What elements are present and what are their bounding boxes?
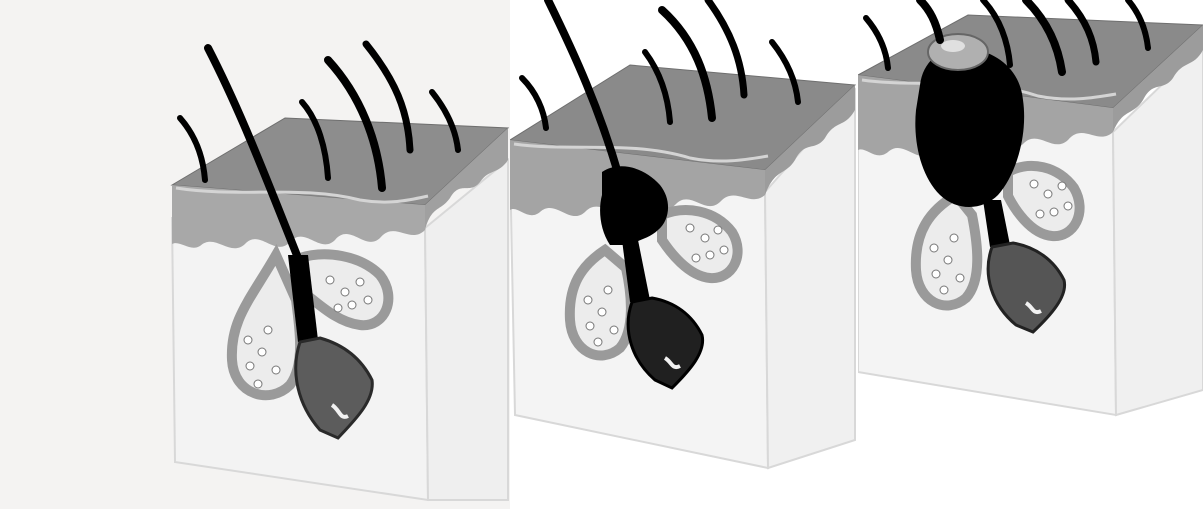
panel-normal-follicle bbox=[0, 0, 510, 509]
dermis-side-face bbox=[425, 160, 508, 500]
panel-enlarged-plug bbox=[858, 0, 1203, 509]
panel-blocked-follicle bbox=[510, 0, 858, 509]
skin-block-diagram-2 bbox=[510, 0, 858, 509]
skin-block-diagram-3 bbox=[858, 0, 1203, 509]
plug-highlight bbox=[941, 40, 965, 52]
skin-block-diagram-1 bbox=[0, 0, 510, 509]
